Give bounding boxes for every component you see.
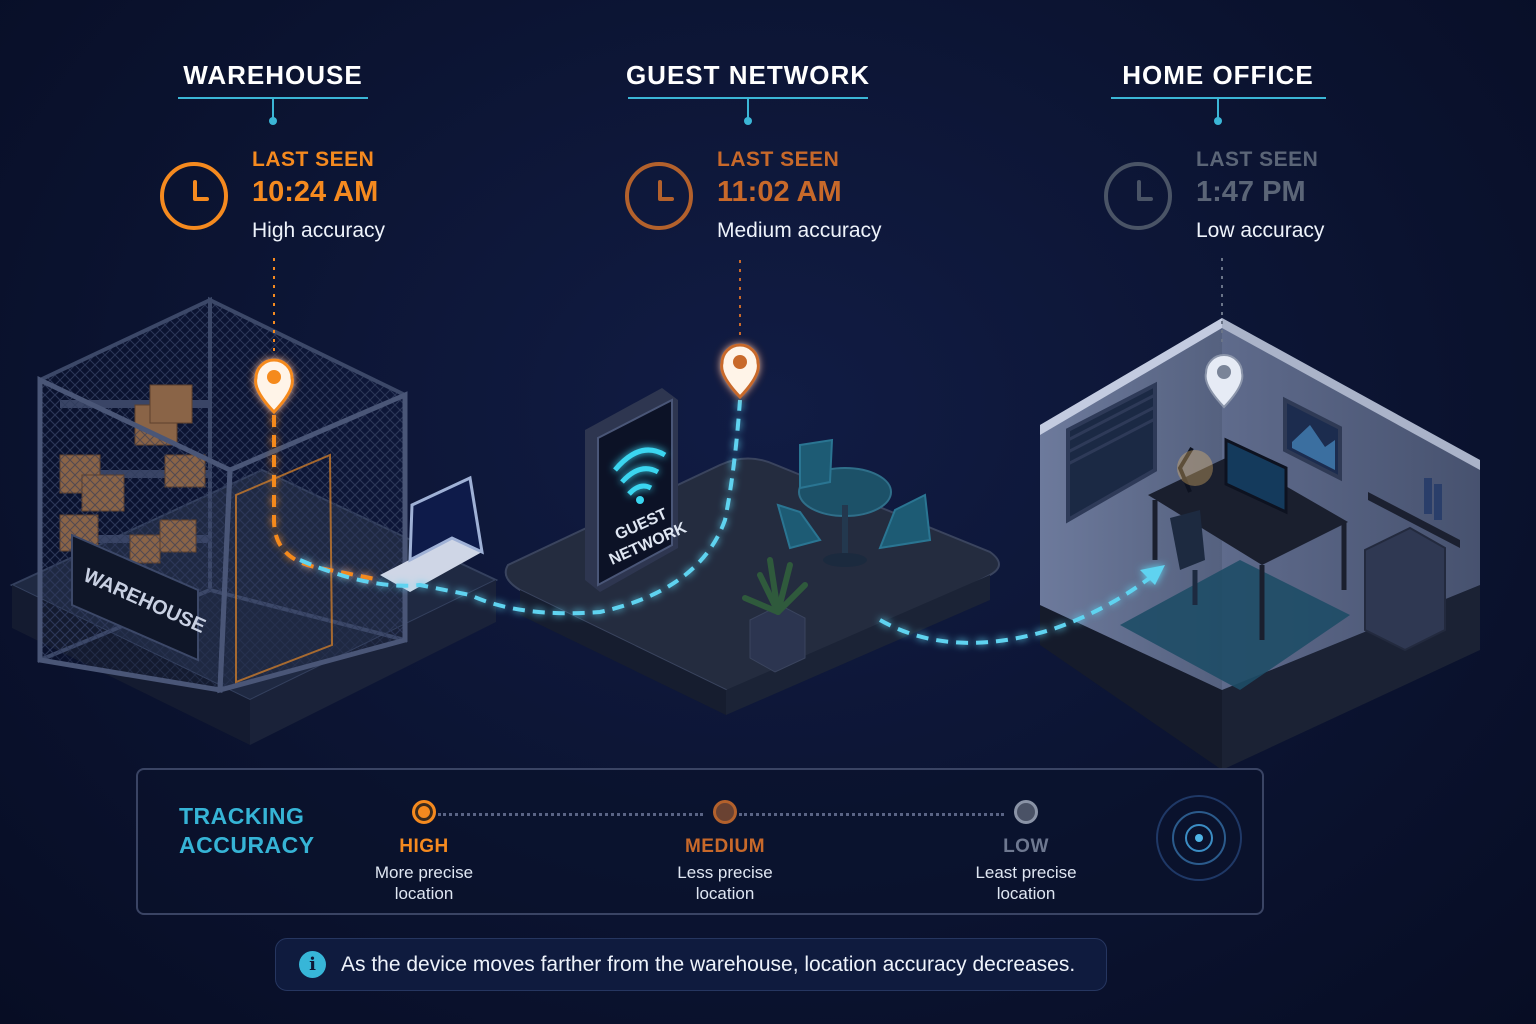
last-seen-info: LAST SEEN 11:02 AM Medium accuracy [625, 148, 882, 243]
movement-path [272, 399, 1165, 645]
accuracy-label: High accuracy [252, 219, 386, 242]
level-desc-line1: More precise [374, 863, 474, 882]
clock-icon [625, 161, 693, 230]
level-desc: Less precise location [645, 862, 805, 904]
warehouse-scene: WAREHOUSE [9, 296, 499, 745]
location-home-office: HOME OFFICE LAST SEEN 1:47 PM Low accura… [1058, 60, 1378, 242]
level-desc: More precise location [344, 862, 504, 904]
title-underline [1110, 97, 1326, 99]
accuracy-label: Medium accuracy [717, 219, 882, 242]
level-name: HIGH [399, 836, 449, 857]
tracking-accuracy-legend: TRACKING ACCURACY HIGH More precise loca… [136, 768, 1264, 915]
level-desc: Least precise location [946, 862, 1106, 904]
info-icon: i [299, 951, 326, 978]
title-dot [269, 117, 277, 125]
last-seen-label: LAST SEEN [1196, 148, 1319, 171]
radar-icon [1156, 795, 1242, 881]
legend-title: TRACKING ACCURACY [179, 802, 315, 860]
last-seen-time: 11:02 AM [717, 176, 842, 208]
title-stem [747, 99, 749, 121]
low-dot-icon [1014, 800, 1038, 824]
location-title: GUEST NETWORK [625, 60, 871, 90]
last-seen-info: LAST SEEN 10:24 AM High accuracy [160, 148, 385, 243]
title-underline [178, 97, 368, 99]
location-warehouse: WAREHOUSE LAST SEEN 10:24 AM High accura… [113, 60, 433, 242]
home-office-scene [1040, 318, 1480, 770]
legend-connector [438, 813, 703, 816]
title-underline [628, 97, 868, 99]
last-seen-time: 1:47 PM [1196, 176, 1306, 208]
legend-title-line1: TRACKING [179, 803, 305, 829]
level-desc-line1: Least precise [975, 863, 1077, 882]
level-desc-line2: location [695, 884, 755, 903]
level-desc-line2: location [394, 884, 454, 903]
level-desc-line2: location [996, 884, 1056, 903]
legend-level-low: LOW Least precise location [946, 800, 1106, 904]
guest-network-scene: GUEST NETWORK [504, 388, 1000, 715]
level-name: MEDIUM [684, 836, 766, 857]
medium-dot-icon [713, 800, 737, 824]
last-seen-time: 10:24 AM [252, 176, 379, 208]
last-seen-info: LAST SEEN 1:47 PM Low accuracy [1104, 148, 1324, 243]
legend-level-high: HIGH More precise location [344, 800, 504, 904]
info-note-text: As the device moves farther from the war… [341, 952, 1076, 976]
title-stem [1217, 99, 1219, 121]
level-desc-line1: Less precise [677, 863, 773, 882]
legend-level-medium: MEDIUM Less precise location [645, 800, 805, 904]
accuracy-label: Low accuracy [1196, 219, 1325, 242]
legend-connector [739, 813, 1004, 816]
title-dot [1214, 117, 1222, 125]
clock-icon [1104, 161, 1172, 230]
last-seen-label: LAST SEEN [252, 148, 375, 171]
high-dot-icon [412, 800, 436, 824]
level-name: LOW [1003, 836, 1049, 857]
info-note: i As the device moves farther from the w… [275, 938, 1107, 991]
legend-title-line2: ACCURACY [179, 832, 315, 858]
title-stem [272, 99, 274, 121]
warehouse-pin-icon [254, 358, 294, 415]
location-guest-network: GUEST NETWORK LAST SEEN 11:02 AM Medium … [588, 60, 908, 242]
guest-network-pin-icon [720, 343, 760, 400]
clock-icon [160, 161, 228, 230]
home-office-pin-icon [1204, 354, 1244, 409]
location-title: HOME OFFICE [1122, 60, 1314, 90]
last-seen-label: LAST SEEN [717, 148, 840, 171]
title-dot [744, 117, 752, 125]
location-title: WAREHOUSE [183, 60, 363, 90]
